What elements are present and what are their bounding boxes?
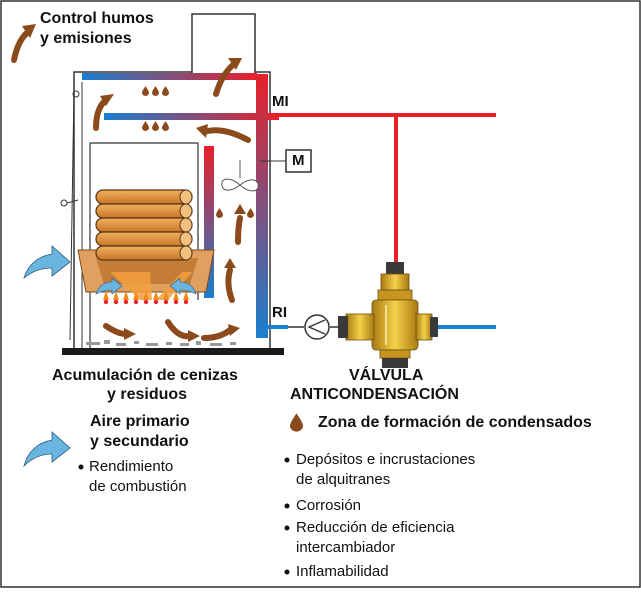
anticondensation-valve bbox=[338, 262, 438, 368]
return-pipe-stub bbox=[268, 325, 288, 329]
firewood-logs bbox=[95, 189, 193, 261]
combustion-line2: de combustión bbox=[89, 478, 187, 495]
boiler-door bbox=[69, 82, 83, 348]
effect-efficiency-line1: Reducción de eficiencia bbox=[296, 519, 455, 536]
exhaust-arrow-icon bbox=[11, 29, 31, 63]
bullet-dot bbox=[284, 503, 290, 509]
tube-outer bbox=[256, 74, 268, 338]
legend-condensate-drop-icon bbox=[290, 413, 303, 432]
fan-icon bbox=[221, 160, 259, 192]
emissions-label-line1: Control humos bbox=[40, 10, 154, 27]
door-hinge bbox=[72, 90, 80, 98]
m-marker: M bbox=[292, 152, 305, 169]
bullet-dot bbox=[284, 457, 290, 463]
door-handle bbox=[60, 199, 68, 207]
bullet-dot bbox=[284, 525, 290, 531]
combustion-chamber bbox=[89, 142, 199, 348]
effect-corrosion: Corrosión bbox=[296, 497, 362, 514]
legend-air-line1: Aire primario bbox=[90, 413, 190, 430]
ash-label-line1: Acumulación de cenizas bbox=[52, 367, 238, 384]
boiler-casing bbox=[73, 71, 271, 348]
ash-residue bbox=[86, 340, 236, 346]
ash-label-line2: y residuos bbox=[107, 386, 188, 403]
effect-flammability: Inflamabilidad bbox=[296, 563, 389, 580]
effect-deposits-line1: Depósitos e incrustaciones bbox=[296, 451, 476, 468]
effect-efficiency-line2: intercambiador bbox=[296, 539, 396, 556]
legend-air-arrow-icon bbox=[23, 431, 71, 468]
baffle-top bbox=[82, 73, 257, 80]
cold-return-pipe bbox=[428, 325, 496, 329]
emissions-label-line2: y emisiones bbox=[40, 30, 132, 47]
baffle-middle bbox=[104, 113, 279, 120]
air-inlet-arrow-icon bbox=[23, 245, 71, 280]
hot-outlet-pipe bbox=[268, 113, 496, 117]
chimney bbox=[191, 13, 256, 77]
base-plate bbox=[62, 348, 284, 355]
bullet-dot bbox=[78, 464, 84, 470]
combustion-line1: Rendimiento bbox=[89, 458, 174, 475]
valve-label-line2: ANTICONDENSACIÓN bbox=[290, 386, 459, 403]
ri-marker: RI bbox=[272, 304, 287, 321]
tube-inner bbox=[204, 146, 214, 298]
effect-deposits-line2: de alquitranes bbox=[296, 471, 391, 488]
legend-condensate-label: Zona de formación de condensados bbox=[318, 414, 592, 431]
valve-label-line1: VÁLVULA bbox=[349, 367, 424, 384]
bullet-dot bbox=[284, 569, 290, 575]
legend-air-line2: y secundario bbox=[90, 433, 189, 450]
hot-down-pipe bbox=[394, 113, 398, 265]
mi-marker: MI bbox=[272, 93, 289, 110]
